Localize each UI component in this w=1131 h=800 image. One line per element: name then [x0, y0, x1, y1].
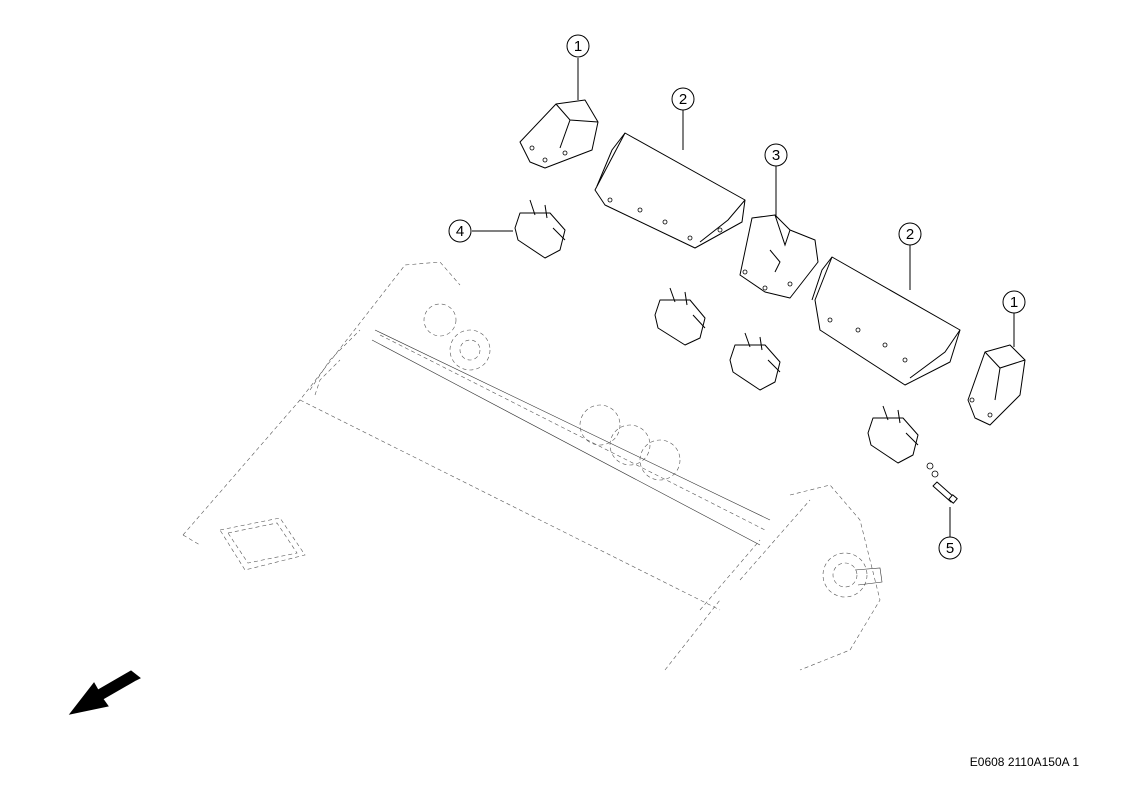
callout-label: 2 — [679, 91, 687, 108]
callout-label: 5 — [946, 540, 954, 557]
callout-label: 2 — [906, 226, 914, 243]
bracket-part-4-a — [514, 199, 566, 259]
bolt-part-5 — [926, 462, 958, 504]
cover-part-1-right — [967, 344, 1026, 426]
callout-label: 1 — [574, 38, 582, 55]
callout-label: 3 — [772, 147, 780, 164]
cover-part-2-upper — [594, 132, 746, 249]
direction-arrow-icon — [68, 670, 141, 715]
drawing-reference-code: E0608 2110A150A 1 — [969, 755, 1079, 769]
cover-part-2-lower — [811, 256, 961, 386]
callout-3: 3 — [764, 143, 788, 167]
cover-part-3-center — [739, 214, 819, 299]
cover-part-1-left — [519, 99, 599, 169]
callout-5: 5 — [938, 536, 962, 560]
bracket-part-4-d — [867, 405, 919, 464]
frame-assembly — [182, 261, 883, 671]
callout-1-right: 1 — [1002, 290, 1026, 314]
callout-1-top: 1 — [566, 34, 590, 58]
callout-2-upper: 2 — [671, 87, 695, 111]
callout-4: 4 — [448, 219, 472, 243]
callout-2-lower: 2 — [898, 222, 922, 246]
bracket-part-4-c — [729, 332, 781, 391]
callout-label: 4 — [456, 223, 464, 240]
bracket-part-4-b — [654, 287, 706, 346]
leader-lines — [472, 58, 1015, 537]
callout-label: 1 — [1010, 294, 1018, 311]
